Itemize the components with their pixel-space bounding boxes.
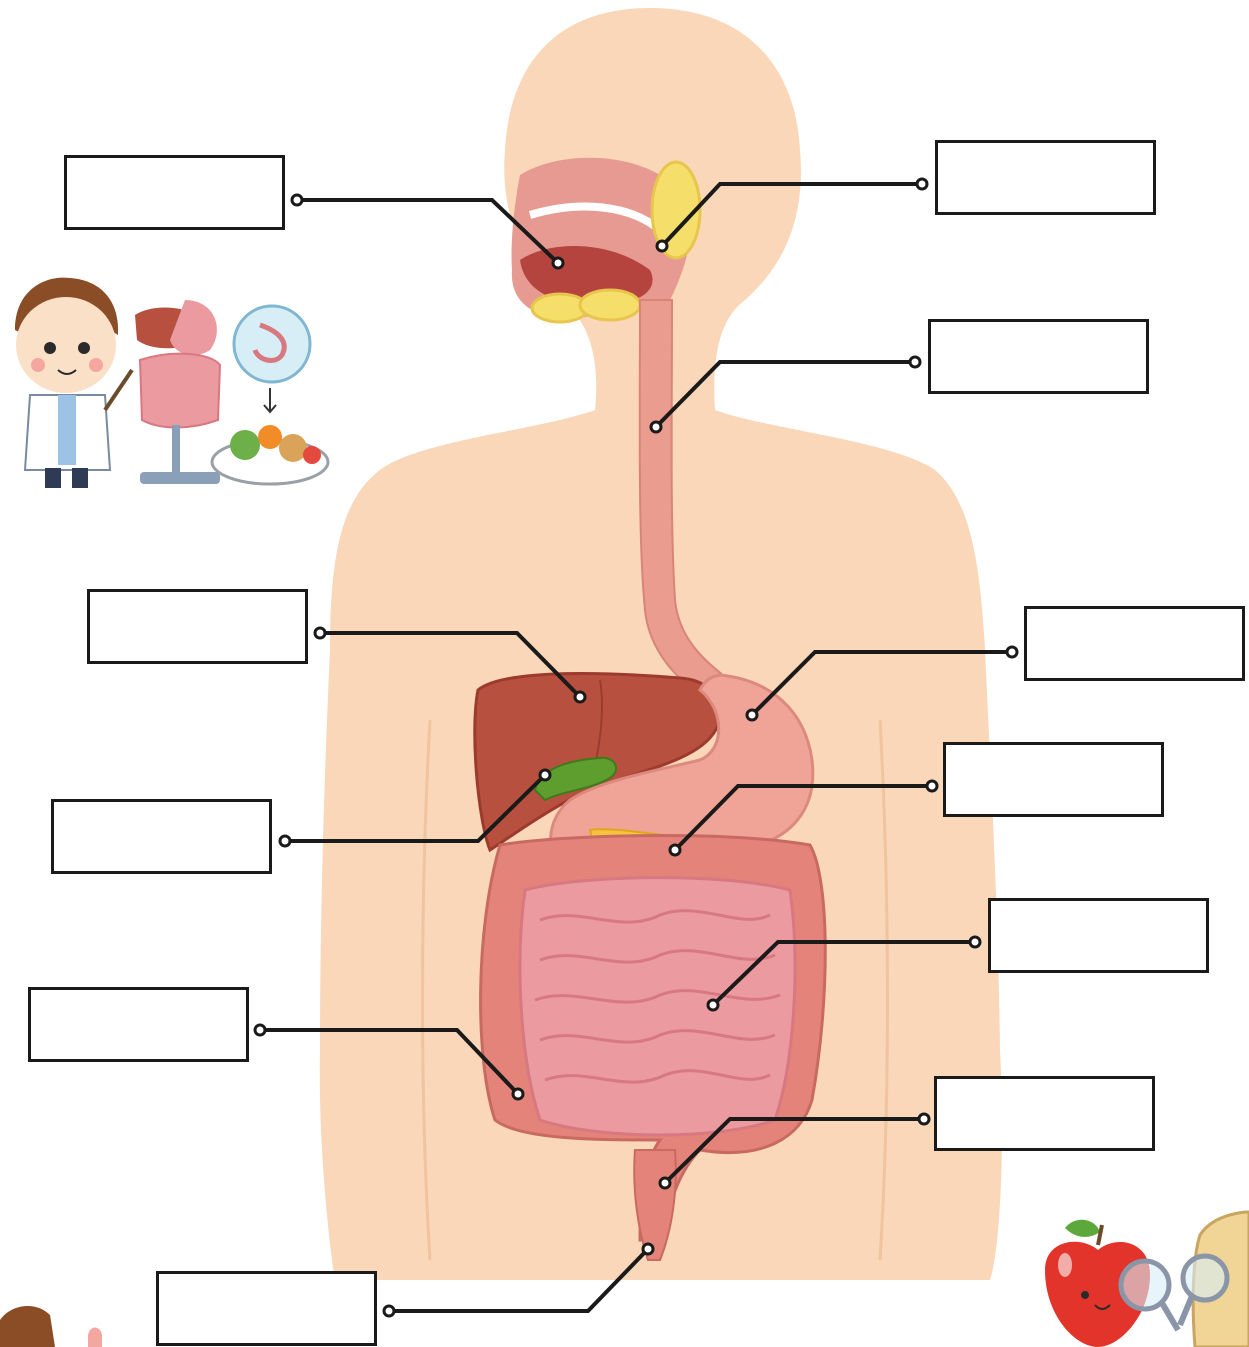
endpoint-anus-organ [643, 1244, 653, 1254]
endpoint-esophagus-box [910, 357, 920, 367]
endpoint-rectum-organ [660, 1178, 670, 1188]
label-box-gallbladder[interactable] [51, 799, 272, 874]
endpoint-pancreas-organ [670, 845, 680, 855]
endpoint-liver-box [315, 628, 325, 638]
model-stand [172, 425, 180, 475]
stomach-bubble [234, 306, 310, 412]
endpoint-mouth-box [292, 195, 302, 205]
endpoint-pancreas-box [927, 781, 937, 791]
doctor-eye-left [44, 342, 56, 354]
endpoint-small-intestine-box [970, 937, 980, 947]
food-carrot [258, 425, 282, 449]
doctor-face [16, 297, 116, 393]
doctor-eye-right [78, 342, 90, 354]
endpoint-salivary-organ [657, 241, 667, 251]
label-box-salivary-gland[interactable] [935, 140, 1156, 215]
model-intestines [140, 354, 220, 428]
endpoint-liver-organ [575, 692, 585, 702]
endpoint-rectum-box [919, 1114, 929, 1124]
label-box-pancreas[interactable] [943, 742, 1164, 817]
doctor-leg-right [72, 468, 88, 488]
doctor-shirt [58, 395, 76, 465]
doctor-cheek-left [31, 358, 45, 372]
label-box-rectum[interactable] [934, 1076, 1155, 1151]
model-base [140, 472, 220, 484]
apple-leaf [1065, 1220, 1100, 1237]
endpoint-anus-box [384, 1306, 394, 1316]
endpoint-large-intestine-box [255, 1025, 265, 1035]
apple-shine [1058, 1253, 1072, 1277]
label-box-small-intestine[interactable] [988, 898, 1209, 973]
model-stomach [170, 300, 217, 355]
cartoon-hair-partial [0, 1306, 55, 1347]
magnifier-lens-2 [1183, 1256, 1227, 1300]
bottom-left-cartoon [0, 1306, 102, 1347]
label-box-liver[interactable] [87, 589, 308, 664]
apple-stem [1098, 1225, 1102, 1245]
endpoint-large-intestine-organ [513, 1089, 523, 1099]
label-box-mouth[interactable] [64, 155, 285, 230]
magnifier-lens-1 [1121, 1261, 1169, 1309]
endpoint-salivary-box [917, 179, 927, 189]
salivary-gland-submandibular [580, 290, 640, 320]
cartoon-hand-partial [88, 1328, 102, 1347]
doctor-pointer [105, 370, 132, 410]
endpoint-esophagus-organ [651, 422, 661, 432]
apple-eye-left [1081, 1291, 1089, 1299]
endpoint-stomach-organ [747, 710, 757, 720]
doctor-illustration [15, 278, 328, 488]
endpoint-small-intestine-organ [708, 1000, 718, 1010]
label-box-esophagus[interactable] [928, 319, 1149, 394]
food-tomato [303, 446, 321, 464]
bubble-circle [234, 306, 310, 382]
label-box-large-intestine[interactable] [28, 987, 249, 1062]
doctor-character [15, 278, 132, 488]
endpoint-stomach-box [1007, 647, 1017, 657]
label-box-stomach[interactable] [1024, 606, 1245, 681]
endpoint-mouth-organ [553, 258, 563, 268]
doctor-cheek-right [89, 358, 103, 372]
small-intestine [520, 878, 795, 1135]
down-arrow-icon [264, 388, 276, 412]
food-chicken [279, 434, 307, 462]
label-box-anus[interactable] [156, 1271, 377, 1346]
food-lettuce [230, 430, 260, 460]
endpoint-gallbladder-box [280, 836, 290, 846]
food-plate [212, 425, 328, 484]
endpoint-gallbladder-organ [540, 770, 550, 780]
apple-bread-illustration [1045, 1212, 1249, 1347]
magnifier-handle-1 [1162, 1303, 1178, 1330]
magnifier-handle-2 [1180, 1296, 1192, 1325]
doctor-leg-left [45, 468, 61, 488]
anatomy-model [135, 300, 220, 484]
